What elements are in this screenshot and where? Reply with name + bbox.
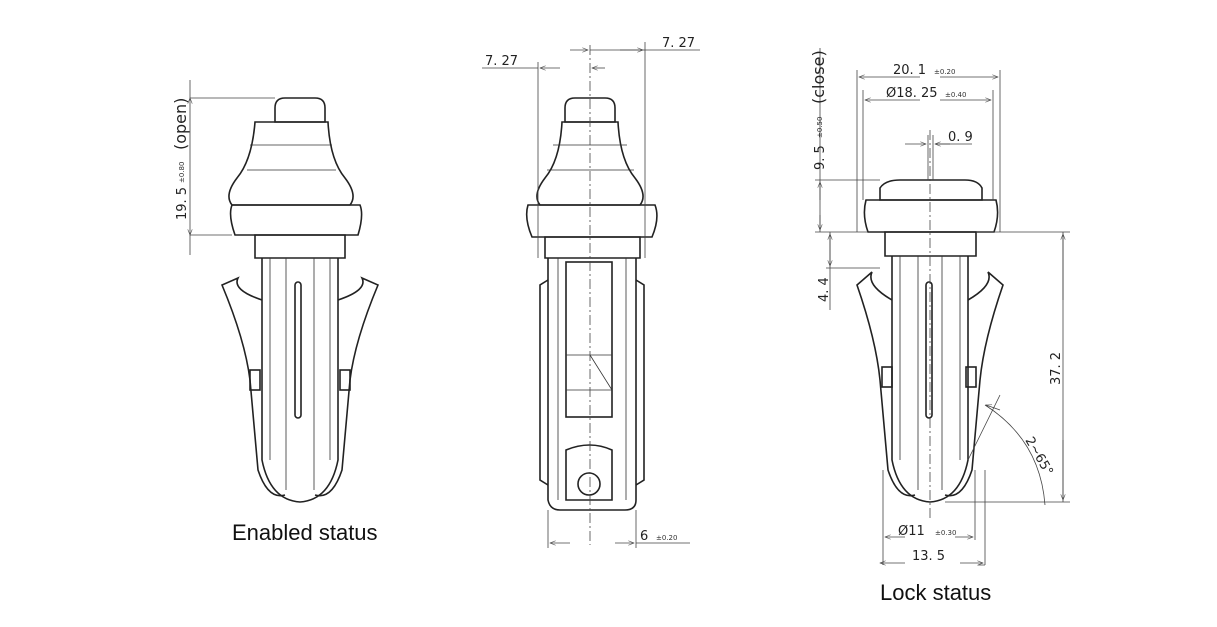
rivet-enabled-view: 19. 5 ±0.80 (open) Enabled status [171,80,380,545]
offset-left-dimension: 7. 27 [485,54,518,69]
slot-width-dimension: 0. 9 [948,130,973,145]
length-dimension: 37. 2 [1049,352,1064,385]
height-open-dimension: 19. 5 [175,187,190,220]
thickness-tolerance: ±0.20 [656,534,677,542]
neck-height-dimension: 4. 4 [817,277,832,302]
close-height-tolerance: ±0.50 [816,117,824,138]
enabled-status-label: Enabled status [232,520,378,545]
height-open-tolerance: ±0.80 [178,162,186,183]
state-close-label: (close) [809,50,828,104]
flange-diameter-dimension: Ø18. 25 [886,86,938,101]
outer-width-tolerance: ±0.20 [934,68,955,76]
thickness-dimension: 6 [640,529,648,544]
tip-diameter-dimension: Ø11 [898,524,925,539]
state-open-label: (open) [171,98,190,150]
tip-diameter-tolerance: ±0.30 [935,529,956,537]
arm-width-dimension: 13. 5 [912,549,945,564]
offset-right-dimension: 7. 27 [662,36,695,51]
lock-status-label: Lock status [880,580,991,605]
close-height-dimension: 9. 5 [813,145,828,170]
rivet-side-view: 7. 27 7. 27 6 ±0.20 [482,36,700,548]
rivet-lock-view: 20. 1 ±0.20 Ø18. 25 ±0.40 0. 9 9. 5 ±0.5… [809,48,1070,605]
outer-width-dimension: 20. 1 [893,63,926,78]
flange-diameter-tolerance: ±0.40 [945,91,966,99]
